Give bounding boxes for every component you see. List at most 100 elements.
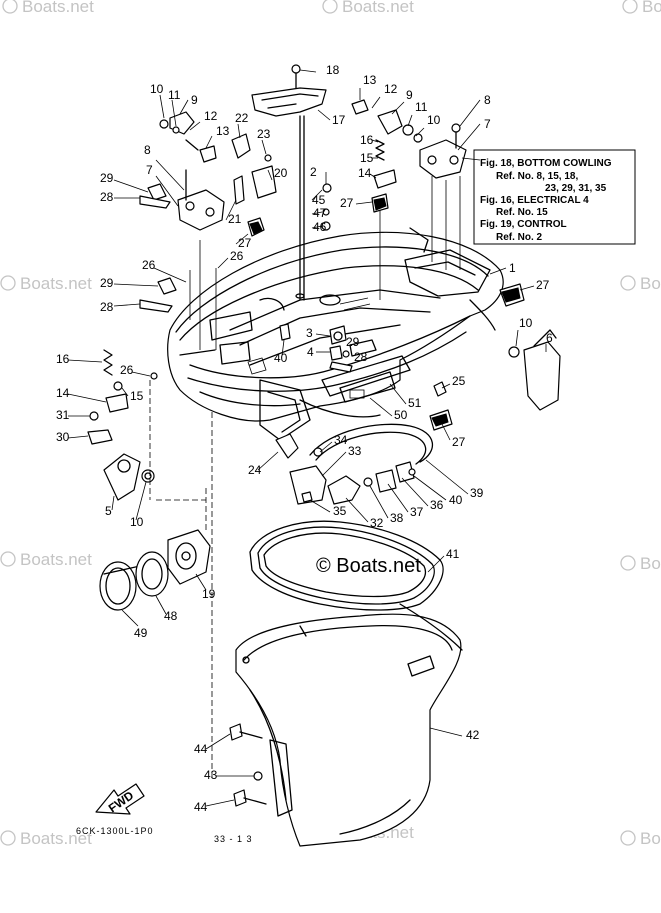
ref-line-6: Fig. 19, CONTROL (480, 219, 567, 230)
left-parts (87, 277, 211, 611)
label-9-left: 9 (191, 93, 198, 107)
svg-text:Boats.net: Boats.net (22, 0, 94, 16)
label-11-right: 11 (415, 100, 428, 114)
label-39: 39 (470, 486, 484, 500)
label-28-center: 28 (354, 350, 368, 364)
label-14-top: 14 (358, 166, 372, 180)
diagram-code: 6CK-1300L-1P0 (76, 826, 154, 836)
label-35: 35 (333, 504, 347, 518)
label-16-left: 16 (56, 352, 70, 366)
label-40-mid: 40 (274, 351, 288, 365)
label-32: 32 (370, 516, 384, 530)
ref-line-2: Ref. No. 8, 15, 18, (496, 171, 578, 182)
svg-text:Boats.net: Boats.net (20, 829, 92, 848)
watermark-top-right: Boats.net (622, 0, 661, 16)
label-12-left: 12 (204, 109, 218, 123)
page-code: 33 - 1 3 (214, 834, 253, 844)
watermark-bottom-left: Boats.net (0, 829, 92, 848)
label-29-mid: 29 (100, 276, 114, 290)
label-8-left: 8 (144, 143, 151, 157)
watermark-top-left: Boats.net (2, 0, 94, 16)
label-8-right: 8 (484, 93, 491, 107)
reference-box: Fig. 18, BOTTOM COWLING Ref. No. 8, 15, … (473, 149, 636, 245)
label-38: 38 (390, 511, 404, 525)
ref-line-4: Fig. 16, ELECTRICAL 4 (480, 195, 589, 206)
label-44-top: 44 (194, 742, 208, 756)
label-27-right: 27 (536, 278, 550, 292)
label-24: 24 (248, 463, 262, 477)
ref-line-5: Ref. No. 15 (496, 207, 548, 218)
label-18: 18 (326, 63, 340, 77)
watermark-mid-left: Boats.net (0, 274, 92, 293)
ref-line-7: Ref. No. 2 (496, 232, 543, 243)
label-14-left: 14 (56, 386, 70, 400)
label-22: 22 (235, 111, 249, 125)
label-26-left: 26 (142, 258, 156, 272)
label-7-left: 7 (146, 163, 153, 177)
label-26-mid: 26 (230, 249, 244, 263)
bottom-cowling (167, 227, 504, 441)
label-6: 6 (546, 331, 553, 345)
label-27-low: 27 (452, 435, 466, 449)
label-34: 34 (334, 433, 348, 447)
bolts-lower (229, 723, 267, 807)
label-28-top: 28 (100, 190, 114, 204)
label-13-left: 13 (216, 124, 230, 138)
label-42: 42 (466, 728, 480, 742)
label-16-top: 16 (360, 133, 374, 147)
label-7-right: 7 (484, 117, 491, 131)
svg-text:© Boats.net: © Boats.net (316, 555, 421, 577)
label-43: 43 (204, 768, 218, 782)
label-45: 45 (312, 193, 326, 207)
label-12-right: 12 (384, 82, 398, 96)
label-19: 19 (202, 587, 216, 601)
upper-parts (139, 64, 561, 431)
svg-text:Boats.net: Boats.net (640, 829, 661, 848)
label-29-top: 29 (100, 171, 114, 185)
label-31: 31 (56, 408, 70, 422)
label-17: 17 (332, 113, 346, 127)
watermark-top-center: Boats.net (322, 0, 414, 16)
center-parts (275, 323, 434, 505)
label-21: 21 (228, 212, 242, 226)
label-10-right: 10 (427, 113, 441, 127)
label-10-lower: 10 (130, 515, 144, 529)
label-44-low: 44 (194, 800, 208, 814)
label-29-center: 29 (346, 335, 360, 349)
label-15-top: 15 (360, 151, 374, 165)
label-4: 4 (307, 345, 314, 359)
svg-text:Boats.net: Boats.net (342, 0, 414, 16)
label-25: 25 (452, 374, 466, 388)
apron-42 (235, 603, 463, 847)
svg-text:Boats.net: Boats.net (642, 0, 661, 16)
svg-text:Boats.net: Boats.net (20, 274, 92, 293)
label-13-right: 13 (363, 73, 377, 87)
label-49: 49 (134, 626, 148, 640)
label-50: 50 (394, 408, 408, 422)
svg-text:Boats.net: Boats.net (20, 550, 92, 569)
leader-lines (67, 69, 547, 807)
label-30: 30 (56, 430, 70, 444)
guide-lines (149, 176, 461, 780)
label-27-top: 27 (340, 196, 354, 210)
codes: 6CK-1300L-1P0 33 - 1 3 (76, 826, 253, 844)
seal-41 (249, 520, 444, 611)
label-28-mid: 28 (100, 300, 114, 314)
label-5: 5 (105, 504, 112, 518)
part-labels: 1 2 3 4 5 6 7 7 8 8 9 9 10 10 10 10 11 1… (56, 63, 553, 814)
label-15-left: 15 (130, 389, 144, 403)
center-brand: © Boats.net (316, 555, 421, 577)
label-2: 2 (310, 165, 317, 179)
watermark-lower-right: Boats.net (620, 554, 661, 573)
label-36: 36 (430, 498, 444, 512)
label-48: 48 (164, 609, 178, 623)
label-37: 37 (410, 505, 424, 519)
label-41: 41 (446, 547, 460, 561)
watermark-mid-right: Boats.net (620, 274, 661, 293)
label-27-left: 27 (238, 236, 252, 250)
watermark-lower-left: Boats.net (0, 550, 92, 569)
label-10-left: 10 (150, 82, 164, 96)
label-26-low: 26 (120, 363, 134, 377)
label-11-left: 11 (168, 88, 181, 102)
